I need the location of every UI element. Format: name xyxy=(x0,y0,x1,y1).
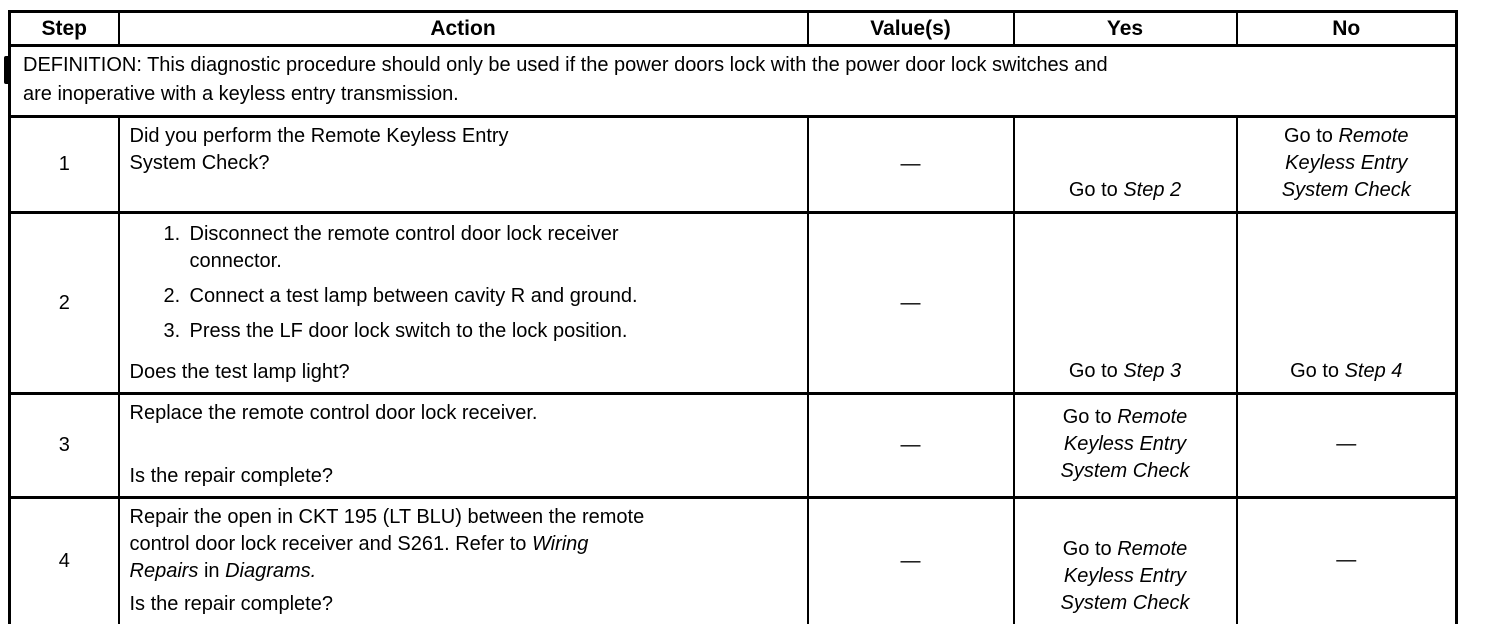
value-cell: — xyxy=(806,496,1015,624)
table-header: Step Action Value(s) Yes No xyxy=(8,10,1458,47)
scan-artifact xyxy=(4,56,10,84)
yes-cell: Go to Step 3 xyxy=(1012,211,1238,395)
step-number: 3 xyxy=(8,392,120,499)
header-action: Action xyxy=(117,10,809,47)
action-cell: Disconnect the remote control door lock … xyxy=(117,211,809,395)
action-question: Does the test lamp light? xyxy=(129,361,350,383)
action-content: Repair the open in CKT 195 (LT BLU) betw… xyxy=(121,501,806,623)
no-cell: Go to Step 4 xyxy=(1235,211,1458,395)
value-cell: — xyxy=(806,115,1015,214)
table-row: 4 Repair the open in CKT 195 (LT BLU) be… xyxy=(8,496,1458,624)
action-text: Did you perform the Remote Keyless Entry… xyxy=(129,125,509,174)
table-row: 3 Replace the remote control door lock r… xyxy=(8,392,1458,499)
header-yes: Yes xyxy=(1012,10,1238,47)
action-list: Disconnect the remote control door lock … xyxy=(164,221,638,345)
table-row: 2 Disconnect the remote control door loc… xyxy=(8,211,1458,395)
action-text: Repair the open in CKT 195 (LT BLU) betw… xyxy=(129,506,645,582)
action-content: Did you perform the Remote Keyless Entry… xyxy=(121,120,806,210)
value-cell: — xyxy=(806,211,1015,395)
value-cell: — xyxy=(806,392,1015,499)
action-cell: Did you perform the Remote Keyless Entry… xyxy=(117,115,809,214)
action-cell: Replace the remote control door lock rec… xyxy=(117,392,809,499)
header-row: Step Action Value(s) Yes No xyxy=(8,10,1458,47)
no-cell: — xyxy=(1235,392,1458,499)
definition-text: DEFINITION: This diagnostic procedure sh… xyxy=(8,44,1458,118)
action-content: Disconnect the remote control door lock … xyxy=(121,216,806,391)
action-question: Is the repair complete? xyxy=(129,465,333,487)
table-row: 1 Did you perform the Remote Keyless Ent… xyxy=(8,115,1458,214)
header-no: No xyxy=(1235,10,1458,47)
action-content: Replace the remote control door lock rec… xyxy=(121,397,806,495)
action-cell: Repair the open in CKT 195 (LT BLU) betw… xyxy=(117,496,809,624)
action-text: Replace the remote control door lock rec… xyxy=(129,402,538,424)
definition-row: DEFINITION: This diagnostic procedure sh… xyxy=(8,44,1458,118)
header-step: Step xyxy=(8,10,120,47)
step-number: 4 xyxy=(8,496,120,624)
step-number: 2 xyxy=(8,211,120,395)
yes-cell: Go to Step 2 xyxy=(1012,115,1238,214)
action-question: Is the repair complete? xyxy=(129,593,333,615)
header-values: Value(s) xyxy=(806,10,1015,47)
table-body: DEFINITION: This diagnostic procedure sh… xyxy=(8,44,1458,624)
no-cell: — xyxy=(1235,496,1458,624)
step-number: 1 xyxy=(8,115,120,214)
diagnostic-table: Step Action Value(s) Yes No DEFINITION: … xyxy=(8,10,1458,624)
